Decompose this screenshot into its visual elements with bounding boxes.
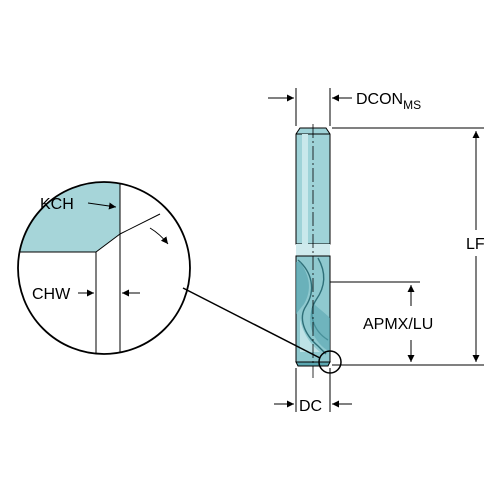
apmx-lu-dimension: APMX/LU (330, 281, 433, 362)
flute-shadow (296, 262, 309, 314)
tool-neck (296, 244, 330, 256)
chw-label: CHW (32, 286, 71, 303)
detail-circle-outline (17, 181, 191, 355)
end-mill-tool (295, 124, 331, 378)
dc-label: DC (299, 398, 322, 415)
flute-shadow-2 (309, 304, 330, 352)
kch-label: KCH (40, 196, 74, 213)
shank-highlight (302, 134, 308, 244)
dc-dimension: DC (274, 368, 352, 415)
lf-label: LF (466, 236, 485, 253)
dcon-dimension: DCONMS (268, 88, 421, 126)
flute-light (300, 318, 320, 352)
dcon-label: DCONMS (356, 91, 421, 112)
detail-view: KCH CHW (17, 181, 191, 355)
detail-leader-line (182, 287, 321, 359)
apmx-lu-label: APMX/LU (363, 316, 433, 333)
lf-dimension: LF (332, 127, 485, 366)
flute-helix-1 (297, 259, 327, 355)
detail-marker-circle (318, 350, 342, 374)
